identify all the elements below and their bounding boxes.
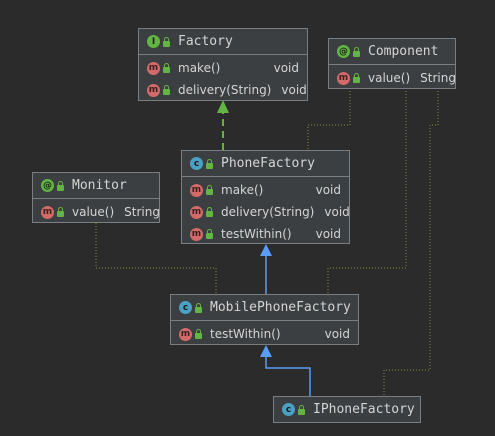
class-header: c IPhoneFactory (274, 397, 420, 422)
lock-icon (353, 46, 360, 57)
class-header: c PhoneFactory (182, 151, 349, 177)
annotation-link-monitor (95, 220, 217, 294)
member-return-type: void (281, 83, 307, 97)
extends-arrowhead-2 (260, 345, 272, 357)
member-signature: delivery(String) (178, 83, 272, 97)
implements-arrowhead (217, 100, 229, 113)
extends-arrowhead (260, 244, 272, 256)
extends-link-iphone-mobile (265, 356, 311, 396)
lock-icon (163, 36, 170, 47)
member-return-type: String (124, 205, 160, 219)
annotation-link-component-iphone (383, 88, 439, 396)
annotation-icon: @ (337, 45, 350, 58)
class-header: c MobilePhoneFactory (171, 295, 358, 321)
lock-icon (57, 207, 64, 217)
class-box-monitor[interactable]: @ Monitor m value() String (32, 172, 160, 223)
member-row[interactable]: m value() String (33, 201, 160, 223)
method-icon: m (337, 71, 350, 85)
method-icon: m (147, 83, 160, 97)
member-row[interactable]: m value() String (329, 67, 456, 89)
member-signature: testWithin() (221, 227, 292, 241)
member-signature: value() (72, 205, 115, 219)
method-icon: m (147, 61, 160, 75)
member-signature: testWithin() (210, 327, 281, 341)
member-row[interactable]: m testWithin() void (182, 223, 349, 245)
member-return-type: void (324, 205, 350, 219)
class-icon: c (190, 157, 203, 170)
member-return-type: void (315, 227, 341, 241)
lock-icon (195, 302, 202, 313)
lock-icon (163, 85, 170, 95)
member-return-type: void (324, 327, 350, 341)
lock-icon (298, 404, 305, 415)
member-row[interactable]: m delivery(String) void (182, 201, 350, 223)
class-box-iphonefactory[interactable]: c IPhoneFactory (273, 396, 421, 423)
class-title: MobilePhoneFactory (210, 300, 351, 315)
class-box-phonefactory[interactable]: c PhoneFactory m make() void m delivery(… (181, 150, 350, 244)
lock-icon (195, 329, 202, 339)
lock-icon (353, 73, 360, 83)
lock-icon (57, 180, 64, 191)
lock-icon (206, 185, 213, 195)
method-icon: m (190, 227, 203, 241)
class-title: Component (368, 44, 439, 59)
interface-icon: I (147, 35, 160, 48)
class-title: Factory (178, 34, 233, 49)
class-header: I Factory (139, 29, 307, 55)
method-icon: m (41, 205, 54, 219)
class-header: @ Component (329, 39, 455, 65)
class-header: @ Monitor (33, 173, 159, 199)
class-box-factory[interactable]: I Factory m make() void m delivery(Strin… (138, 28, 308, 101)
member-signature: make() (221, 183, 264, 197)
member-row[interactable]: m make() void (139, 57, 307, 79)
member-return-type: String (420, 71, 456, 85)
lock-icon (163, 63, 170, 73)
member-row[interactable]: m delivery(String) void (139, 79, 307, 101)
class-icon: c (282, 403, 295, 416)
member-return-type: void (273, 61, 299, 75)
method-icon: m (190, 183, 203, 197)
class-box-mobilephonefactory[interactable]: c MobilePhoneFactory m testWithin() void (170, 294, 359, 345)
annotation-link-component-mobile (327, 88, 407, 294)
annotation-link-component-phonefactory (307, 88, 351, 150)
class-title: IPhoneFactory (313, 402, 415, 417)
lock-icon (206, 158, 213, 169)
member-signature: value() (368, 71, 411, 85)
method-icon: m (190, 205, 203, 219)
member-row[interactable]: m testWithin() void (171, 323, 358, 345)
lock-icon (206, 229, 213, 239)
member-row[interactable]: m make() void (182, 179, 349, 201)
class-title: Monitor (72, 178, 127, 193)
class-title: PhoneFactory (221, 156, 315, 171)
class-box-component[interactable]: @ Component m value() String (328, 38, 456, 89)
member-return-type: void (315, 183, 341, 197)
class-icon: c (179, 301, 192, 314)
lock-icon (206, 207, 213, 217)
method-icon: m (179, 327, 192, 341)
member-signature: delivery(String) (221, 205, 315, 219)
member-signature: make() (178, 61, 221, 75)
annotation-icon: @ (41, 179, 54, 192)
